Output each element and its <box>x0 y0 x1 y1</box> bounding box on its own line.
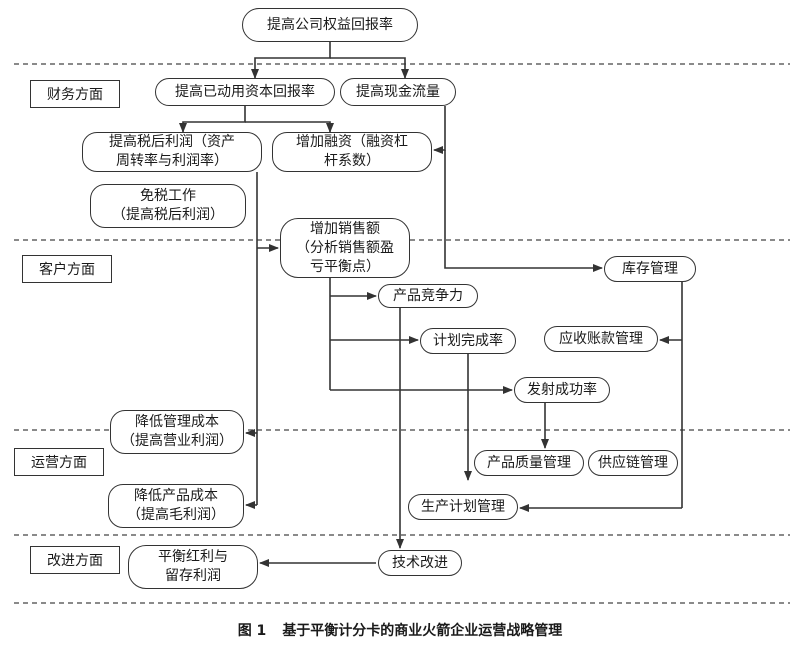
arrow-roce-to-financing <box>245 121 334 133</box>
arrow-cashflow-to-inventory <box>444 150 603 272</box>
section-label-customer: 客户方面 <box>22 255 112 283</box>
node-production-plan: 生产计划管理 <box>408 494 518 520</box>
section-label-finance: 财务方面 <box>30 80 120 108</box>
node-roe: 提高公司权益回报率 <box>242 8 418 42</box>
node-dividend: 平衡红利与留存利润 <box>128 545 258 589</box>
node-financing: 增加融资（融资杠杆系数） <box>272 132 432 172</box>
node-tech: 技术改进 <box>378 550 462 576</box>
node-plan-completion: 计划完成率 <box>420 328 516 354</box>
node-receivables: 应收账款管理 <box>544 326 658 352</box>
node-inventory: 库存管理 <box>604 256 696 282</box>
node-sales: 增加销售额（分析销售额盈亏平衡点） <box>280 218 410 278</box>
section-label-operations: 运营方面 <box>14 448 104 476</box>
node-cashflow: 提高现金流量 <box>340 78 456 106</box>
node-product-cost: 降低产品成本（提高毛利润） <box>108 484 244 528</box>
figure-caption: 图 1 基于平衡计分卡的商业火箭企业运营战略管理 <box>0 620 800 640</box>
arrow-roe-to-cashflow <box>330 57 409 79</box>
figure-title: 基于平衡计分卡的商业火箭企业运营战略管理 <box>282 623 563 639</box>
node-quality: 产品质量管理 <box>474 450 584 476</box>
node-launch-success: 发射成功率 <box>514 377 610 403</box>
node-roce: 提高已动用资本回报率 <box>155 78 335 106</box>
arrow-cashflow-to-financing <box>433 106 446 154</box>
arrow-roce-to-profit <box>179 106 246 133</box>
figure-label: 图 1 <box>237 623 267 639</box>
arrow-roe-to-roce <box>251 42 331 79</box>
node-profit-after-tax: 提高税后利润（资产周转率与利润率） <box>82 132 262 172</box>
node-competitiveness: 产品竞争力 <box>378 284 478 308</box>
node-mgmt-cost: 降低管理成本（提高营业利润） <box>110 410 244 454</box>
node-supply-chain: 供应链管理 <box>588 450 678 476</box>
node-tax-free: 免税工作（提高税后利润） <box>90 184 246 228</box>
section-label-improvement: 改进方面 <box>30 546 120 574</box>
